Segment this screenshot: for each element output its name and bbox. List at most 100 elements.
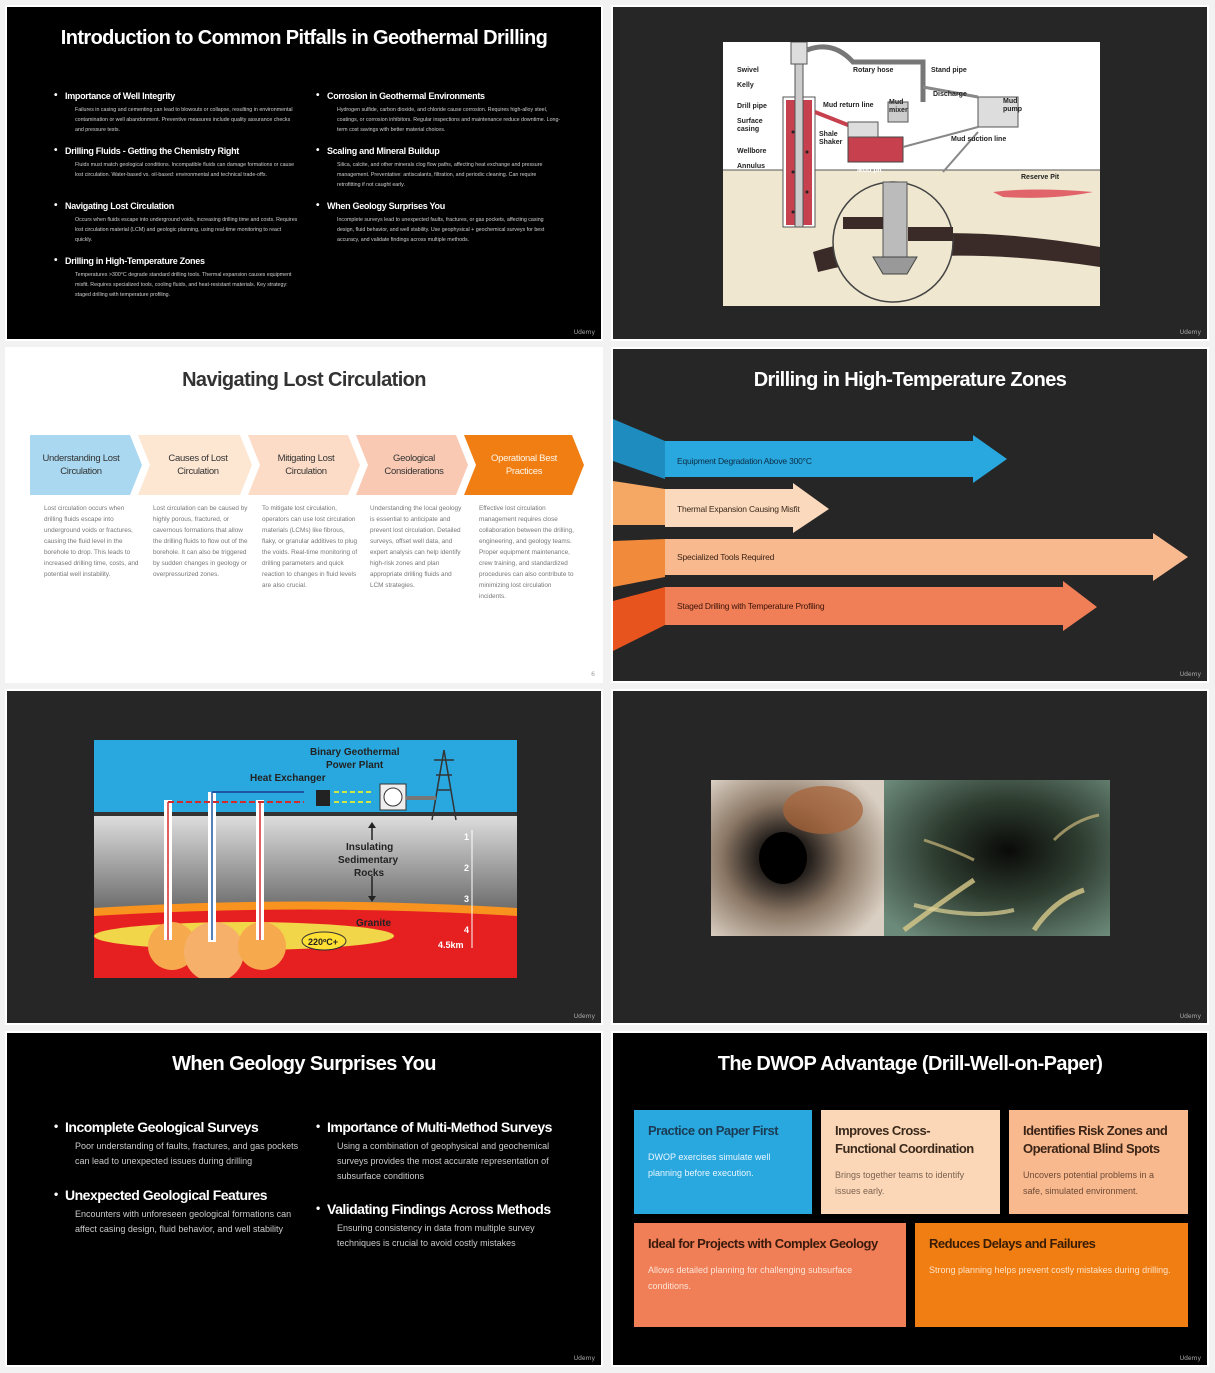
granite-label: Granite bbox=[356, 918, 391, 929]
plant-label: Binary Geothermal bbox=[310, 747, 400, 758]
udemy-watermark: Udemy bbox=[573, 1355, 595, 1362]
arrow-1 bbox=[665, 435, 1007, 483]
item-heading: Unexpected Geological Features bbox=[54, 1187, 304, 1203]
item-text: Incomplete surveys lead to unexpected fa… bbox=[337, 217, 545, 243]
arrow-tail bbox=[613, 419, 665, 479]
card-heading: Practice on Paper First bbox=[648, 1123, 779, 1138]
plant-label: Power Plant bbox=[326, 760, 384, 771]
binary-plant-diagram: Binary Geothermal Power Plant Heat Excha… bbox=[94, 740, 517, 982]
step-description: Lost circulation occurs when drilling fl… bbox=[44, 505, 139, 578]
rocks-label: Insulating bbox=[346, 842, 393, 853]
card-heading: Ideal for Projects with Complex Geology bbox=[648, 1236, 878, 1251]
arrow-2 bbox=[665, 483, 829, 533]
udemy-watermark: Udemy bbox=[573, 329, 595, 336]
discharge-label: Discharge bbox=[933, 91, 967, 98]
shale-shaker-label: Shale bbox=[819, 131, 838, 138]
step-label: Mitigating Lost Circulation bbox=[277, 453, 335, 477]
item-heading: Importance of Well Integrity bbox=[54, 90, 299, 101]
slide-drilling-rig-diagram[interactable]: Swivel Kelly Drill pipe Surface casing W… bbox=[611, 5, 1209, 341]
item-heading: When Geology Surprises You bbox=[316, 200, 561, 211]
depth-label: 4.5km bbox=[438, 940, 464, 950]
udemy-watermark: Udemy bbox=[573, 1013, 595, 1020]
mud-suction-label: Mud suction line bbox=[951, 136, 1006, 143]
list-item: Incomplete Geological Surveys Poor under… bbox=[54, 1119, 304, 1169]
item-text: Encounters with unforeseen geological fo… bbox=[75, 1209, 292, 1234]
depth-tick: 4 bbox=[464, 925, 469, 935]
item-heading: Drilling in High-Temperature Zones bbox=[54, 255, 299, 266]
chevron-step-5 bbox=[464, 435, 584, 495]
arrow-tail bbox=[613, 481, 665, 525]
arrow-3 bbox=[665, 533, 1188, 581]
list-item: Unexpected Geological Features Encounter… bbox=[54, 1187, 304, 1237]
item-heading: Navigating Lost Circulation bbox=[54, 200, 299, 211]
slide-geology-surprises[interactable]: When Geology Surprises You Incomplete Ge… bbox=[5, 1031, 603, 1367]
card-heading: Reduces Delays and Failures bbox=[929, 1236, 1096, 1251]
item-heading: Corrosion in Geothermal Environments bbox=[316, 90, 561, 101]
mud-pump-label: pump bbox=[1003, 106, 1022, 113]
arrow-label: Staged Drilling with Temperature Profili… bbox=[677, 601, 825, 611]
mud-mixer-label: Mud bbox=[889, 99, 903, 106]
item-heading: Drilling Fluids - Getting the Chemistry … bbox=[54, 145, 299, 156]
process-chevrons bbox=[30, 435, 584, 495]
mud-mixer-label: mixer bbox=[889, 107, 908, 114]
item-text: Silica, calcite, and other minerals clog… bbox=[337, 162, 543, 188]
chevron-step-4 bbox=[356, 435, 468, 495]
item-text: Fluids must match geological conditions.… bbox=[75, 162, 295, 178]
card-text: Strong planning helps prevent costly mis… bbox=[929, 1265, 1171, 1275]
item-heading: Incomplete Geological Surveys bbox=[54, 1119, 304, 1135]
page-number: 6 bbox=[591, 671, 595, 678]
arrow-tail bbox=[613, 587, 665, 651]
list-item: Importance of Well Integrity Failures in… bbox=[54, 90, 299, 135]
depth-tick: 3 bbox=[464, 894, 469, 904]
list-item: Importance of Multi-Method Surveys Using… bbox=[316, 1119, 576, 1184]
surface-casing-label: Surface bbox=[737, 118, 763, 125]
swivel-label: Swivel bbox=[737, 67, 759, 74]
stand-pipe-label: Stand pipe bbox=[931, 67, 967, 74]
slide-dwop-advantage[interactable]: The DWOP Advantage (Drill-Well-on-Paper)… bbox=[611, 1031, 1209, 1367]
temperature-label: 220ºC+ bbox=[308, 937, 338, 947]
list-item: Corrosion in Geothermal Environments Hyd… bbox=[316, 90, 561, 135]
card-reduces-delays: Reduces Delays and Failures Strong plann… bbox=[915, 1223, 1188, 1327]
step-label: Operational Best Practices bbox=[491, 453, 557, 477]
card-heading: Improves Cross-Functional Coordination bbox=[835, 1123, 974, 1156]
udemy-watermark: Udemy bbox=[1179, 671, 1201, 678]
chevron-step-1 bbox=[30, 435, 142, 495]
slide-title: Introduction to Common Pitfalls in Geoth… bbox=[60, 27, 548, 49]
borehole-photo-left bbox=[711, 780, 884, 936]
step-label: Understanding Lost Circulation bbox=[42, 453, 120, 477]
card-risk-zones: Identifies Risk Zones and Operational Bl… bbox=[1009, 1110, 1188, 1214]
item-text: Hydrogen sulfide, carbon dioxide, and ch… bbox=[337, 107, 561, 133]
heat-exchanger-label: Heat Exchanger bbox=[250, 773, 326, 784]
slide-title: When Geology Surprises You bbox=[172, 1053, 436, 1075]
wellbore-label: Wellbore bbox=[737, 148, 767, 155]
step-description: Lost circulation can be caused by highly… bbox=[153, 505, 248, 578]
mud-return-label: Mud return line bbox=[823, 102, 874, 109]
step-description: Understanding the local geology is essen… bbox=[370, 505, 462, 589]
shale-shaker-label: Shaker bbox=[819, 139, 843, 146]
depth-tick: 2 bbox=[464, 863, 469, 873]
list-item: Navigating Lost Circulation Occurs when … bbox=[54, 200, 299, 245]
slide-title: The DWOP Advantage (Drill-Well-on-Paper) bbox=[717, 1053, 1103, 1075]
slide-intro-pitfalls[interactable]: Introduction to Common Pitfalls in Geoth… bbox=[5, 5, 603, 341]
slide-borehole-photos[interactable]: Udemy bbox=[611, 689, 1209, 1025]
slide-binary-geothermal[interactable]: Binary Geothermal Power Plant Heat Excha… bbox=[5, 689, 603, 1025]
card-practice-on-paper: Practice on Paper First DWOP exercises s… bbox=[634, 1110, 812, 1214]
depth-tick: 1 bbox=[464, 832, 469, 842]
kelly-label: Kelly bbox=[737, 82, 754, 89]
mud-pit-label: Mud pit bbox=[857, 167, 883, 174]
item-text: Occurs when fluids escape into undergrou… bbox=[75, 217, 298, 243]
list-item: When Geology Surprises You Incomplete su… bbox=[316, 200, 561, 245]
surface-casing-label: casing bbox=[737, 126, 759, 133]
rocks-label: Rocks bbox=[354, 868, 384, 879]
drill-pipe-label: Drill pipe bbox=[737, 103, 767, 110]
udemy-watermark: Udemy bbox=[1179, 1355, 1201, 1362]
arrow-tail bbox=[613, 539, 665, 587]
step-description: To mitigate lost circulation, operators … bbox=[262, 505, 358, 589]
mud-circulation-diagram: Swivel Kelly Drill pipe Surface casing W… bbox=[723, 41, 1100, 306]
slide-lost-circulation[interactable]: Navigating Lost Circulation Understandin… bbox=[5, 347, 603, 683]
item-text: Temperatures >300°C degrade standard dri… bbox=[75, 272, 292, 298]
rotary-hose-label: Rotary hose bbox=[853, 67, 894, 74]
slide-high-temperature[interactable]: Drilling in High-Temperature Zones Equip… bbox=[611, 347, 1209, 683]
item-text: Using a combination of geophysical and g… bbox=[337, 1141, 550, 1181]
reserve-pit-label: Reserve Pit bbox=[1021, 174, 1060, 181]
